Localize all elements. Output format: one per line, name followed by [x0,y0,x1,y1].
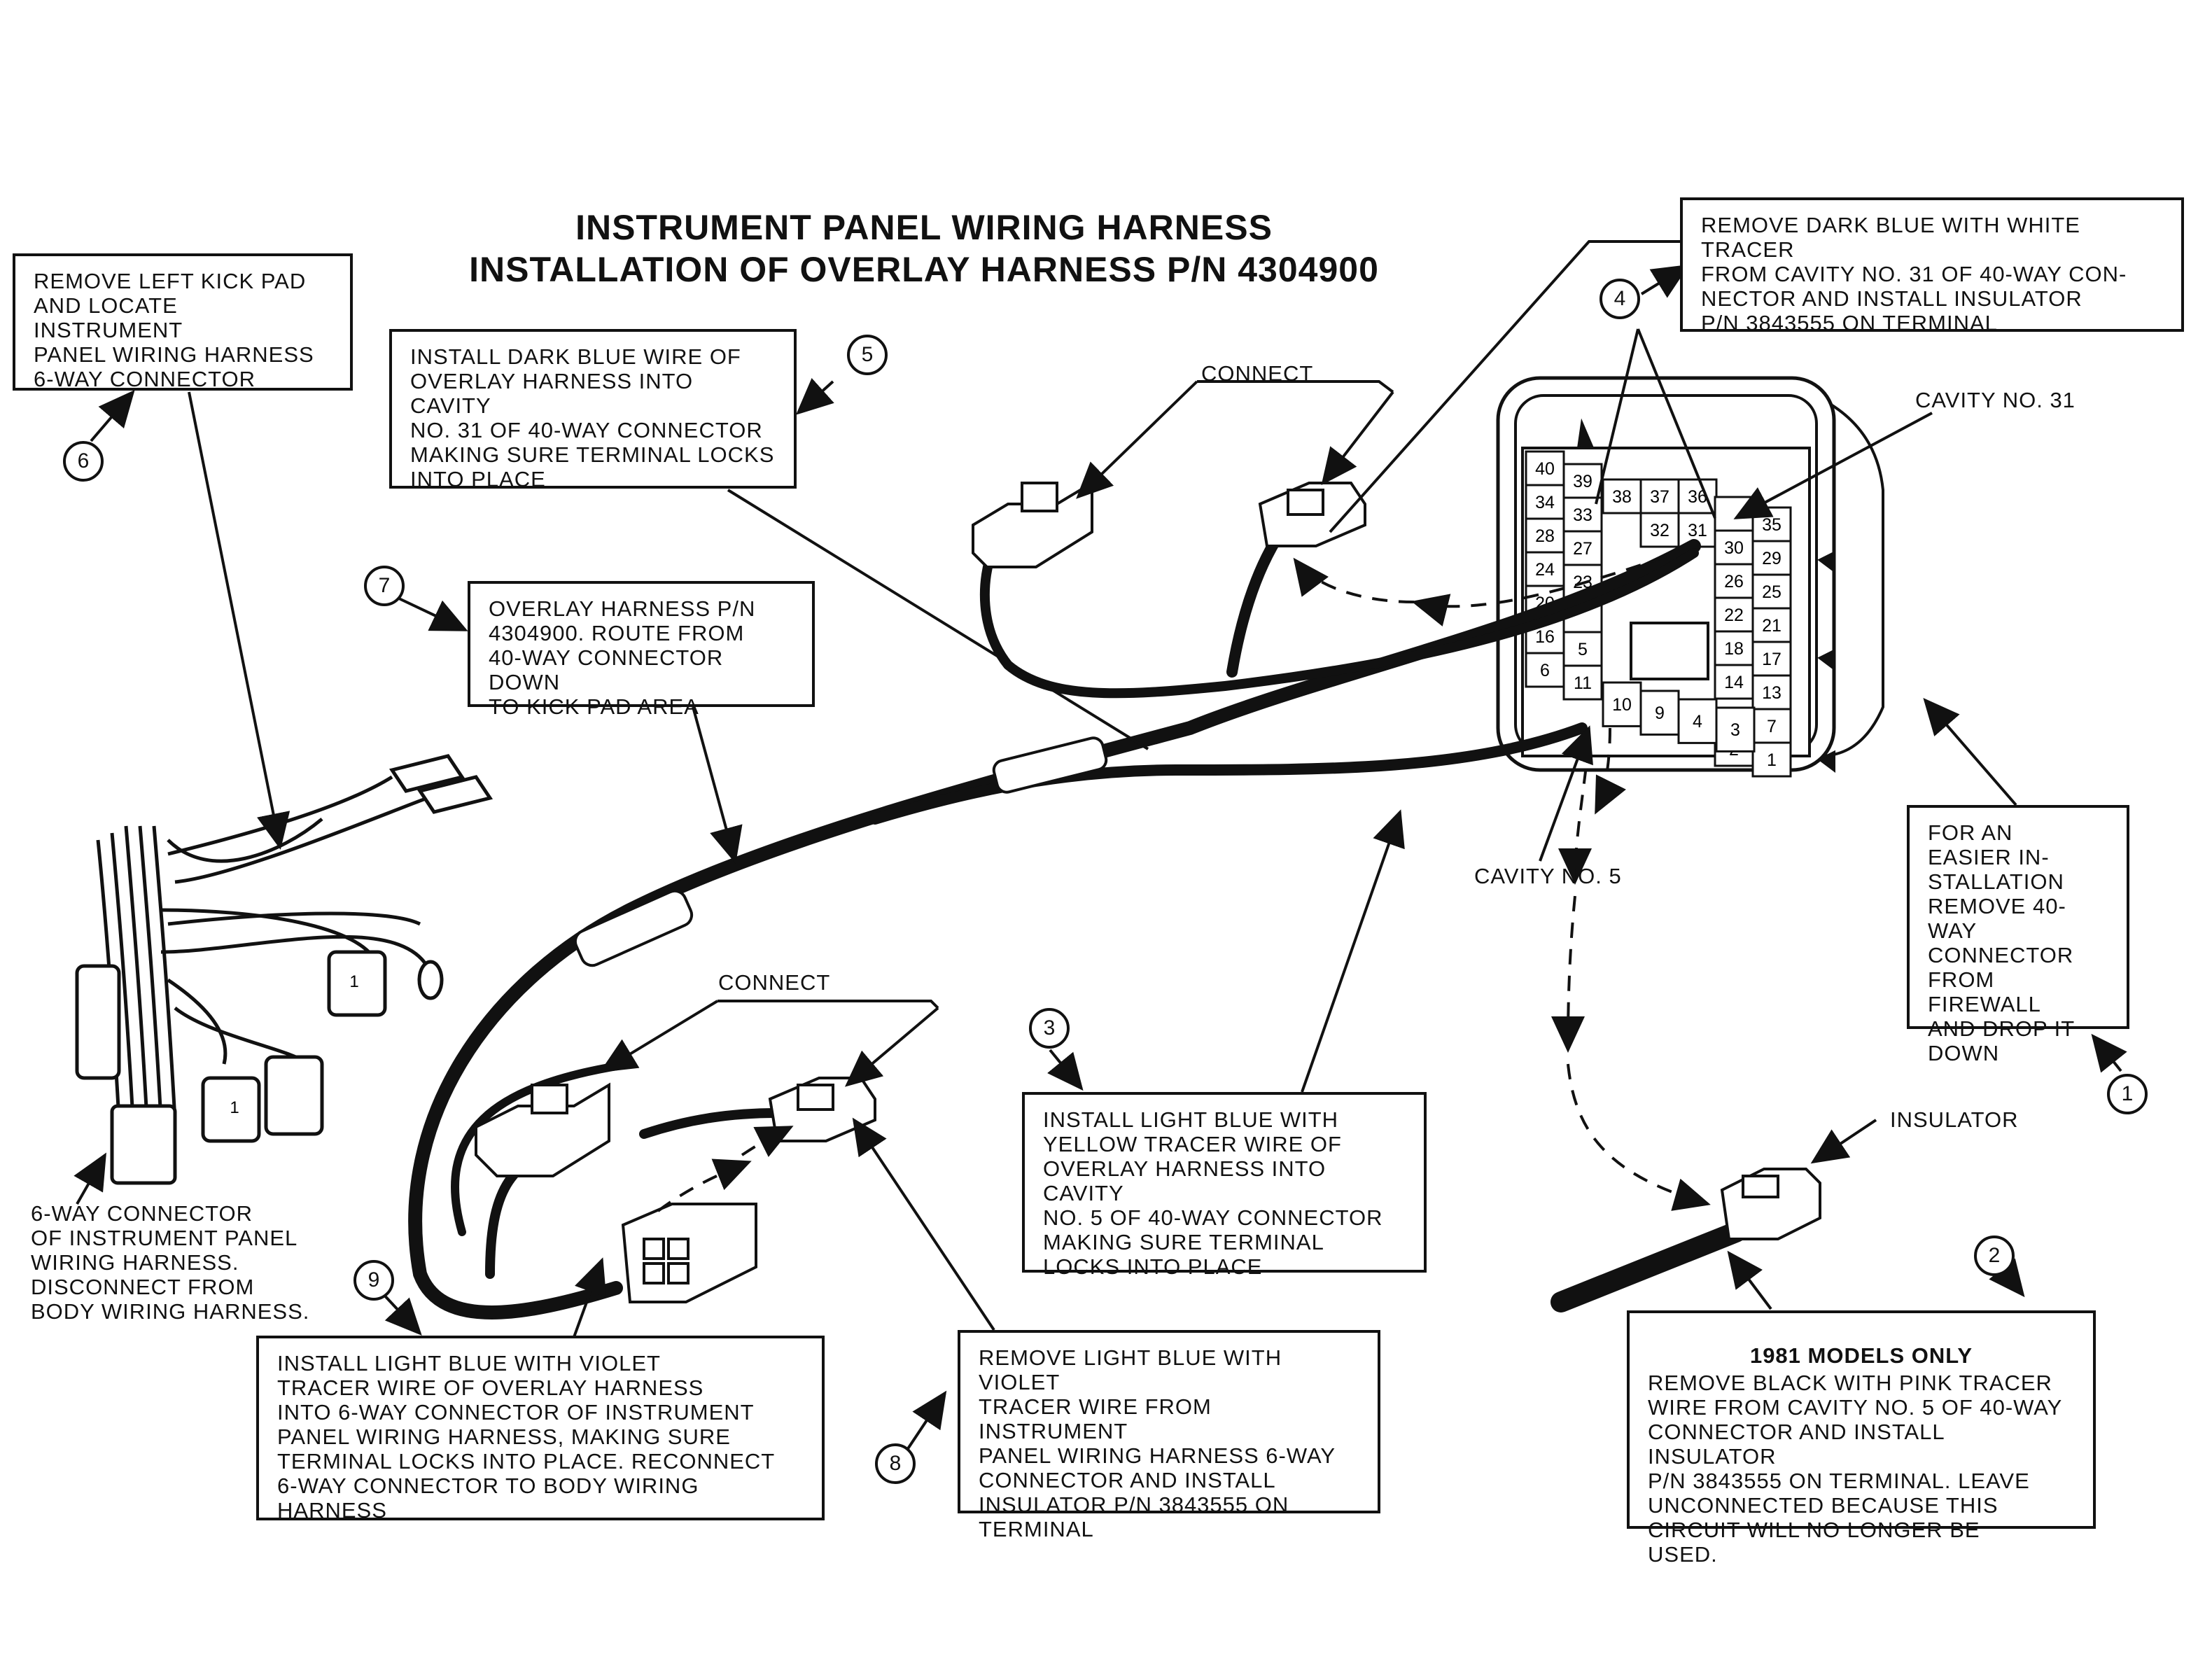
cavity-1-label: 1 [1767,750,1777,770]
bundle-connector-pin-label: 1 [349,972,358,991]
cavity-40-label: 40 [1535,459,1555,479]
cavity-38-cell [1602,478,1642,514]
connector-shapes [475,480,1821,1303]
step-number-9: 9 [354,1260,394,1301]
cavity-33-label: 33 [1573,505,1592,525]
cavity-22-cell [1714,596,1754,633]
step-number-6: 6 [63,441,104,482]
label-connect-bottom: CONNECT [718,970,831,995]
cavity-4-cell [1677,698,1718,744]
harness-sleeves [573,736,1108,967]
cavity-blank-cell [1714,496,1754,532]
cavity-18-cell [1714,630,1754,666]
callout-step9: INSTALL LIGHT BLUE WITH VIOLET TRACER WI… [256,1336,825,1522]
diagram-title-line2: INSTALLATION OF OVERLAY HARNESS P/N 4304… [469,250,1379,289]
label-connect-top: CONNECT [1201,361,1314,386]
callout-step1: FOR AN EASIER IN- STALLATION REMOVE 40-W… [1907,805,2129,1065]
callout-step3: INSTALL LIGHT BLUE WITH YELLOW TRACER WI… [1022,1092,1427,1279]
callout-step7: OVERLAY HARNESS P/N 4304900. ROUTE FROM … [468,581,815,719]
cavity-29-cell [1751,540,1792,576]
label-cavity-5: CAVITY NO. 5 [1474,864,1622,888]
step-number-7: 7 [364,566,405,606]
cavity-39-label: 39 [1573,472,1592,491]
step-number-2: 2 [1974,1236,2015,1276]
cavity-7-label: 7 [1767,717,1777,736]
cavity-21-label: 21 [1762,616,1782,636]
cavity-10-label: 10 [1612,695,1632,715]
dashed-indicator-paths [657,555,1711,1212]
callout-step5: INSTALL DARK BLUE WIRE OF OVERLAY HARNES… [389,329,797,491]
callout-step4: REMOVE DARK BLUE WITH WHITE TRACER FROM … [1680,197,2184,335]
cavity-39-cell [1562,463,1603,499]
cavity-9-label: 9 [1655,704,1665,723]
step-number-1: 1 [2107,1074,2148,1114]
cavity-27-label: 27 [1573,539,1592,559]
cavity-38-label: 38 [1612,487,1632,507]
cavity-13-cell [1751,674,1792,710]
callout-step2-text: REMOVE BLACK WITH PINK TRACER WIRE FROM … [1648,1371,2063,1567]
cavity-31-label: 31 [1688,521,1707,540]
cavity-6-cell [1525,652,1565,688]
cavity-30-label: 30 [1724,538,1744,558]
cavity-13-label: 13 [1762,683,1782,703]
cavity-34-label: 34 [1535,493,1555,512]
cavity-35-label: 35 [1762,515,1782,535]
cavity-22-label: 22 [1724,606,1744,625]
cavity-25-label: 25 [1762,582,1782,602]
cavity-5-label: 5 [1578,640,1588,659]
step-number-5: 5 [847,335,888,375]
overlay-harness [408,526,1746,1320]
cavity-4-label: 4 [1693,712,1702,732]
cavity-17-label: 17 [1762,650,1782,669]
diagram-title-line1: INSTRUMENT PANEL WIRING HARNESS [575,208,1273,247]
cavity-11-label: 11 [1574,673,1592,693]
cavity-26-label: 26 [1724,572,1744,592]
callout-step8: REMOVE LIGHT BLUE WITH VIOLET TRACER WIR… [958,1330,1380,1541]
label-cavity-31: CAVITY NO. 31 [1915,388,2076,412]
cavity-37-label: 37 [1650,487,1670,507]
callout-step2: 1981 MODELS ONLY REMOVE BLACK WITH PINK T… [1627,1310,2096,1567]
step-number-3: 3 [1029,1008,1070,1049]
cavity-3-cell [1715,706,1756,752]
step-number-8: 8 [875,1443,916,1484]
cavity-10-cell [1602,681,1642,727]
leader-lines [74,240,2127,1457]
cavity-29-label: 29 [1762,549,1782,568]
callout-step6: REMOVE LEFT KICK PAD AND LOCATE INSTRUME… [13,253,353,391]
callout-step2-heading: 1981 MODELS ONLY [1749,1343,1973,1368]
cavity-11-cell [1562,664,1603,701]
cavity-24-label: 24 [1535,560,1555,580]
instrument-panel-harness-bundle [75,754,493,1185]
label-insulator: INSULATOR [1890,1107,2019,1132]
step-number-4: 4 [1600,279,1640,319]
bundle-connector-pin-label: 1 [230,1098,239,1117]
cavity-6-label: 6 [1540,661,1550,680]
cavity-32-label: 32 [1650,521,1670,540]
cavity-27-cell [1562,530,1603,566]
cavity-1-cell [1751,741,1792,778]
cavity-17-cell [1751,640,1792,677]
cavity-18-label: 18 [1724,639,1744,659]
cavity-5-cell [1562,631,1603,667]
cavity-28-label: 28 [1535,526,1555,546]
cavity-14-label: 14 [1724,673,1744,692]
cavity-3-label: 3 [1730,720,1740,740]
label-six-way-connector: 6-WAY CONNECTOR OF INSTRUMENT PANEL WIRI… [31,1201,310,1324]
cavity-16-label: 16 [1535,627,1555,647]
